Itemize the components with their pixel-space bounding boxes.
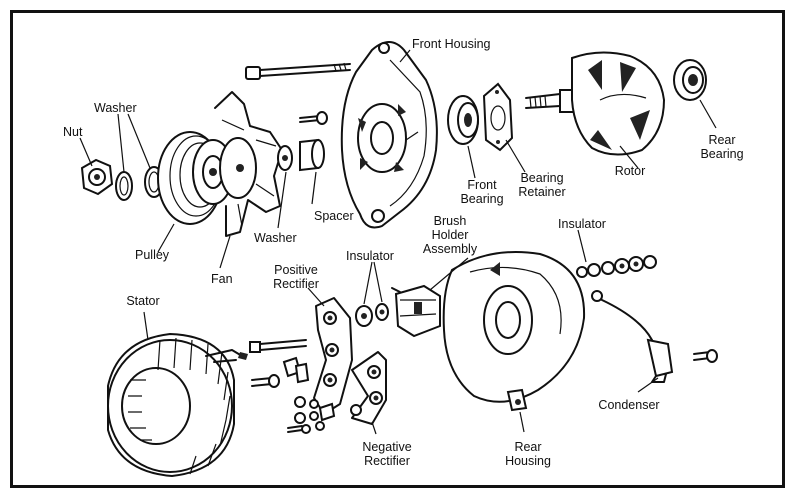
label-pulley: Pulley — [135, 248, 170, 262]
washer-ring-1 — [115, 171, 133, 201]
rectifier-hardware — [249, 339, 336, 434]
label-washer-top: Washer — [94, 101, 137, 115]
stator-part — [107, 333, 248, 477]
through-bolt-top — [245, 62, 351, 80]
label-nut: Nut — [63, 125, 83, 139]
fan-part — [214, 91, 283, 237]
bearing-retainer-part — [482, 82, 514, 152]
insulator-washers-right — [576, 255, 657, 278]
negative-rectifier-part — [350, 351, 387, 425]
label-spacer: Spacer — [314, 209, 354, 223]
condenser-part — [591, 290, 718, 383]
label-front-housing: Front Housing — [412, 37, 491, 51]
nut-part — [80, 158, 114, 196]
brush-holder-part — [391, 284, 441, 338]
label-insulator-right: Insulator — [558, 217, 606, 231]
leader-lines — [79, 49, 717, 435]
front-bearing-part — [447, 95, 479, 145]
label-rotor: Rotor — [614, 164, 646, 178]
small-screw-front — [299, 111, 328, 125]
label-positive-rectifier: Positive Rectifier — [273, 263, 319, 291]
label-rear-housing: Rear Housing — [505, 440, 551, 468]
label-stator: Stator — [126, 294, 160, 308]
label-brush-holder: Brush Holder Assembly — [422, 214, 478, 256]
pulley-part — [157, 131, 234, 225]
positive-rectifier-part — [313, 297, 353, 415]
rear-bearing-part — [673, 59, 707, 101]
washer-small — [277, 145, 293, 171]
rotor-part — [525, 51, 666, 156]
label-washer-bottom: Washer — [254, 231, 297, 245]
label-negative-rectifier: Negative Rectifier — [362, 440, 412, 468]
label-front-bearing: Front Bearing — [460, 178, 504, 206]
label-rear-bearing: Rear Bearing — [700, 133, 744, 161]
label-fan: Fan — [211, 272, 233, 286]
insulators-center — [355, 303, 389, 327]
label-condenser: Condenser — [598, 398, 660, 412]
front-housing-part — [340, 41, 438, 229]
label-insulator-center: Insulator — [346, 249, 394, 263]
label-bearing-retainer: Bearing Retainer — [518, 171, 566, 199]
spacer-part — [299, 138, 325, 172]
rear-housing-part — [442, 251, 586, 412]
